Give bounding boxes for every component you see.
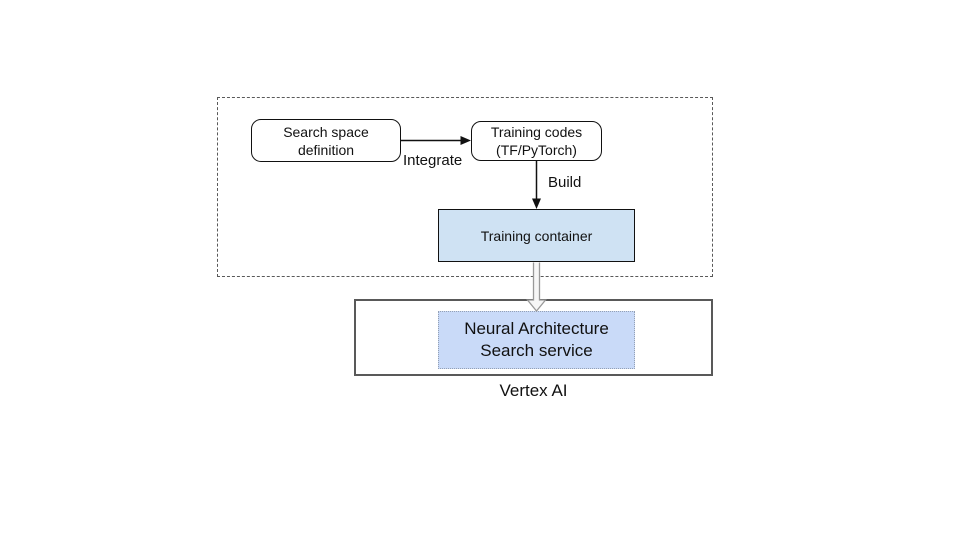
- vertex-ai-platform-label: Vertex AI: [499, 381, 568, 400]
- node-training-codes: Training codes (TF/PyTorch): [471, 121, 602, 161]
- integrate-edge-label: Integrate: [403, 152, 463, 169]
- node-search-space-definition: Search space definition: [251, 119, 401, 162]
- training-workflow-group: [217, 97, 713, 277]
- node-nas-service: Neural Architecture Search service: [438, 311, 635, 369]
- node-training-container: Training container: [438, 209, 635, 262]
- build-edge-label: Build: [548, 174, 582, 191]
